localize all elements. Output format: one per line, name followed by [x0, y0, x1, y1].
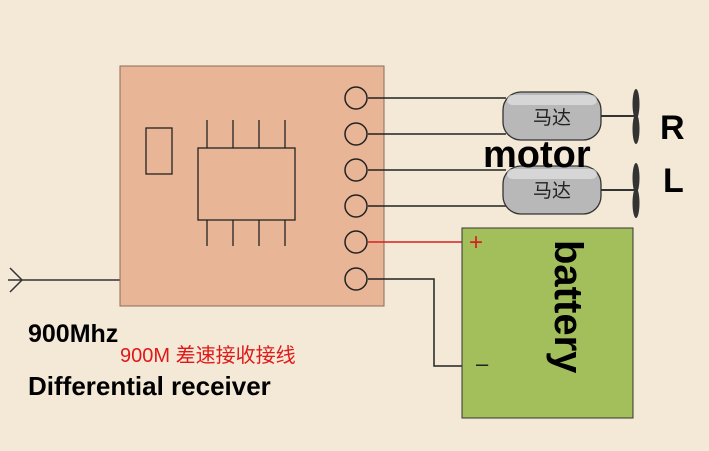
- pin-6: [344, 267, 368, 291]
- pin-3: [344, 158, 368, 182]
- minus-sign: –: [476, 351, 489, 376]
- pin-5: [344, 230, 368, 254]
- pin-2: [344, 122, 368, 146]
- battery: [461, 227, 634, 419]
- title-line2: Differential receiver: [28, 371, 271, 401]
- motor-bottom-text: 马达: [533, 180, 571, 202]
- right-label: R: [660, 109, 685, 147]
- negative-wire: [368, 278, 462, 367]
- motor-label: motor: [483, 134, 591, 176]
- receiver-board: [119, 65, 385, 307]
- ic-chip: [197, 120, 296, 246]
- pin-4: [344, 194, 368, 218]
- propeller-blade-bottom: [632, 188, 640, 218]
- header-pins: [344, 86, 368, 291]
- antenna-wire: [8, 267, 120, 293]
- plus-sign: +: [469, 229, 483, 256]
- propeller-blade-bottom: [632, 114, 640, 144]
- motor-left: 马达: [502, 163, 640, 218]
- left-label: L: [663, 162, 684, 200]
- propeller-blade-top: [632, 163, 640, 193]
- small-component: [145, 127, 173, 175]
- motor-top-text: 马达: [533, 107, 571, 129]
- propeller-blade-top: [632, 89, 640, 119]
- battery-label: battery: [546, 240, 590, 374]
- chinese-label: 900M 差速接收接线: [120, 344, 296, 367]
- motor-right: 马达: [502, 89, 640, 144]
- title-line1: 900Mhz: [28, 320, 118, 348]
- motor-wires: [368, 97, 506, 207]
- pin-1: [344, 86, 368, 110]
